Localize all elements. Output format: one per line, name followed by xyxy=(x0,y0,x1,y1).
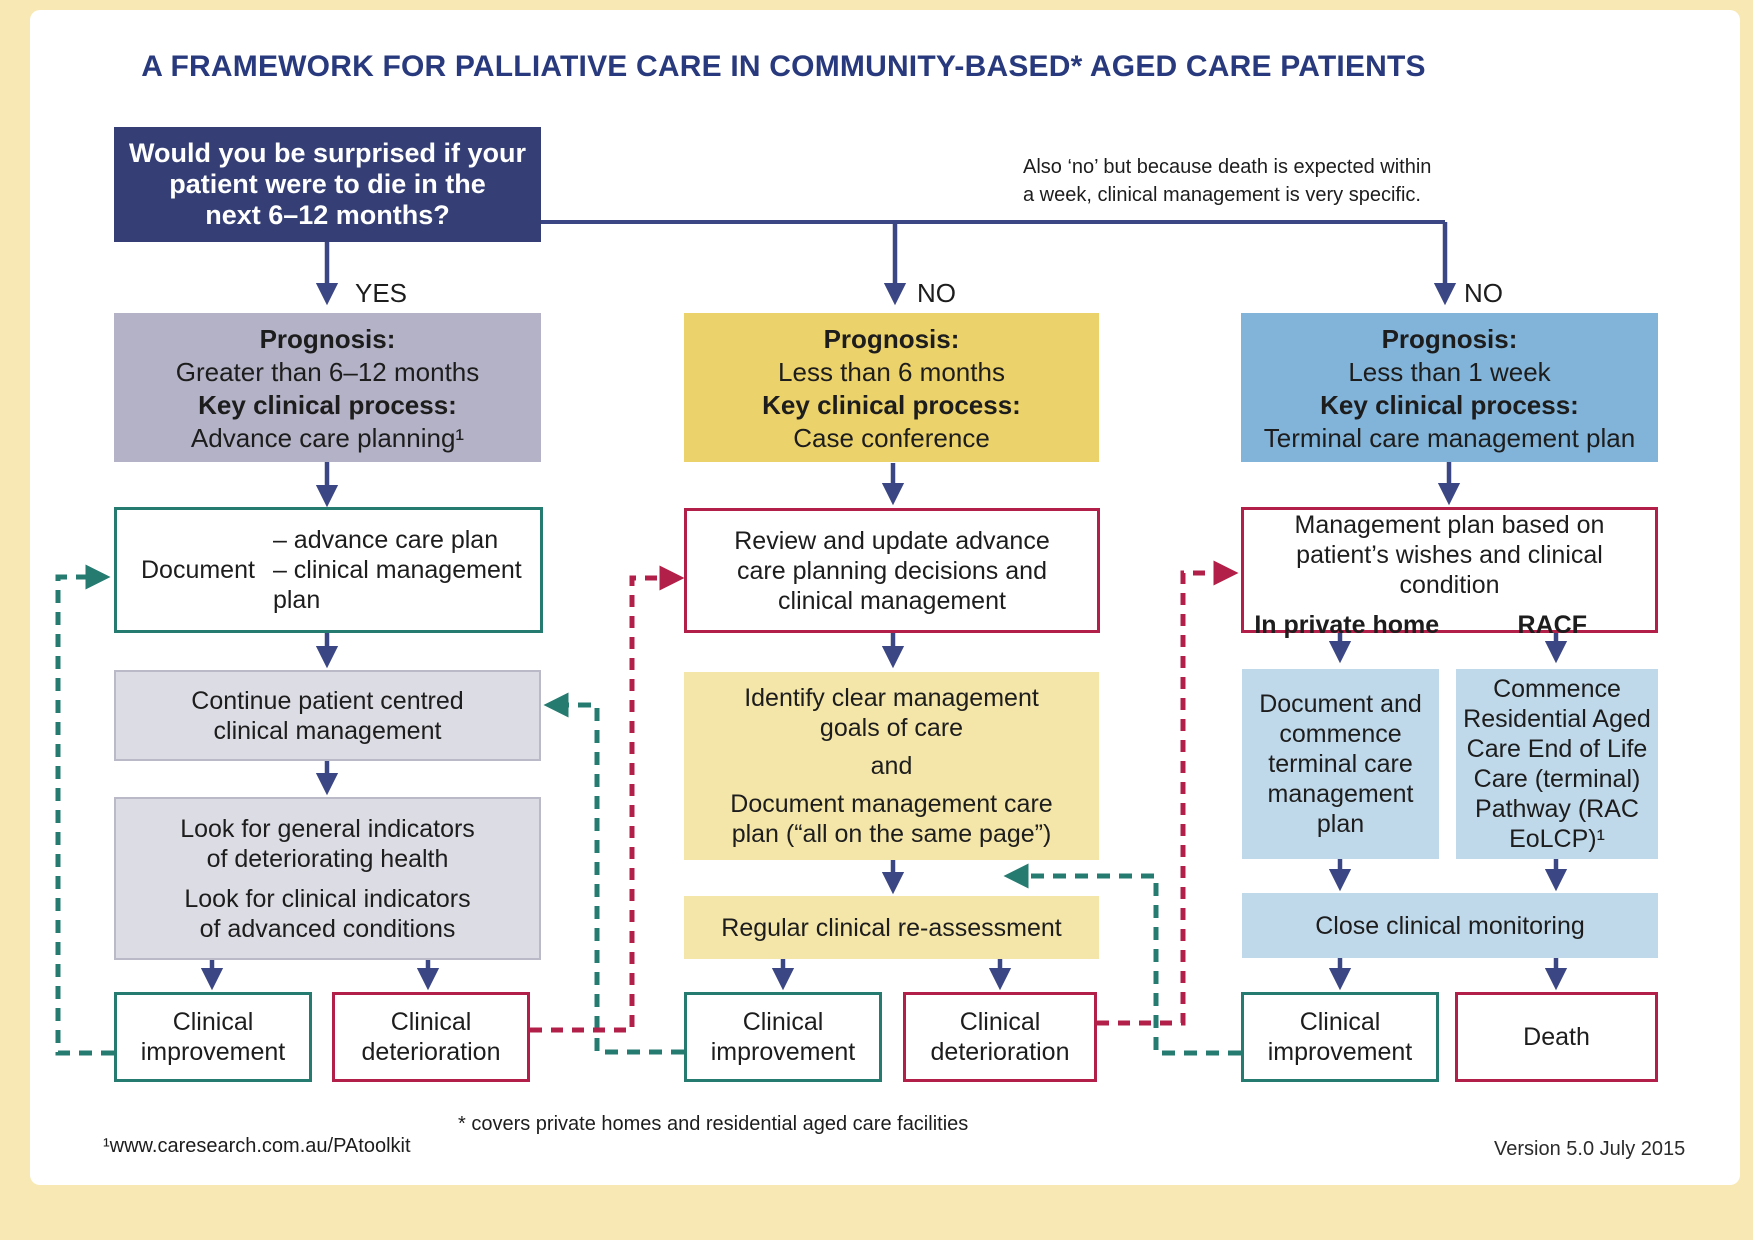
deterioration-text: Clinical deterioration xyxy=(930,1008,1070,1066)
improvement-text: Clinical improvement xyxy=(710,1008,856,1066)
question-line: Would you be surprised if your xyxy=(128,138,527,168)
monitoring-text: Close clinical monitoring xyxy=(1315,911,1585,940)
indicators-box: Look for general indicators of deteriora… xyxy=(114,797,541,960)
process-value: Advance care planning¹ xyxy=(190,422,465,453)
process-value: Terminal care management plan xyxy=(1263,422,1636,453)
management-plan-box: Management plan based on patient’s wishe… xyxy=(1241,507,1658,639)
reassessment-text: Regular clinical re-assessment xyxy=(721,913,1062,942)
process-heading: Key clinical process: xyxy=(762,389,1021,420)
prognosis-value: Less than 1 week xyxy=(1348,356,1551,387)
identify-goals-box: Identify clear management goals of care … xyxy=(684,672,1099,860)
in-private-home-label: In private home xyxy=(1254,611,1440,639)
footnote-reference: ¹www.caresearch.com.au/PAtoolkit xyxy=(103,1135,411,1157)
label-no-6months: NO xyxy=(917,278,956,308)
review-update-box: Review and update advance care planning … xyxy=(684,508,1100,633)
identify-goals-text: Identify clear management goals of care xyxy=(744,684,1039,742)
death-box: Death xyxy=(1455,992,1658,1082)
rac-eolcp-text: Commence Residential Aged Care End of Li… xyxy=(1463,675,1651,853)
document-item: – clinical management plan xyxy=(272,556,522,614)
prognosis-heading: Prognosis: xyxy=(1381,323,1518,354)
label-yes: YES xyxy=(355,278,408,308)
rac-eolcp-box: Commence Residential Aged Care End of Li… xyxy=(1456,669,1658,859)
prognosis-heading: Prognosis: xyxy=(259,323,396,354)
footnote-coverage: * covers private homes and residential a… xyxy=(458,1113,969,1135)
continue-management-box: Continue patient centred clinical manage… xyxy=(114,670,541,761)
annotation-line: Also ‘no’ but because death is expected … xyxy=(1023,156,1432,178)
review-update-text: Review and update advance care planning … xyxy=(734,526,1050,615)
improvement-box-6months: Clinical improvement xyxy=(684,992,882,1082)
improvement-text: Clinical improvement xyxy=(1267,1008,1413,1066)
annotation-line: a week, clinical management is very spec… xyxy=(1023,184,1421,206)
deterioration-text: Clinical deterioration xyxy=(361,1008,501,1066)
question-box: Would you be surprised if your patient w… xyxy=(114,127,541,242)
document-label: Document xyxy=(141,556,255,584)
question-line: next 6–12 months? xyxy=(205,200,450,230)
monitoring-bar: Close clinical monitoring xyxy=(1242,893,1658,958)
page-title: A FRAMEWORK FOR PALLIATIVE CARE IN COMMU… xyxy=(141,50,1426,83)
identify-document-text: Document management care plan (“all on t… xyxy=(730,790,1053,848)
improvement-text: Clinical improvement xyxy=(140,1008,286,1066)
document-item: – advance care plan xyxy=(272,526,499,554)
prognosis-value: Less than 6 months xyxy=(778,356,1005,387)
process-value: Case conference xyxy=(793,422,990,453)
annotation-note: Also ‘no’ but because death is expected … xyxy=(1023,153,1431,209)
prognosis-heading: Prognosis: xyxy=(823,323,960,354)
deterioration-box-yes: Clinical deterioration xyxy=(332,992,530,1082)
prognosis-box-yes: Prognosis: Greater than 6–12 months Key … xyxy=(114,313,541,462)
continue-management-text: Continue patient centred clinical manage… xyxy=(191,686,464,745)
death-text: Death xyxy=(1523,1023,1590,1051)
terminal-care-plan-box: Document and commence terminal care mana… xyxy=(1242,669,1439,859)
prognosis-value: Greater than 6–12 months xyxy=(175,356,480,387)
version-label: Version 5.0 July 2015 xyxy=(1494,1138,1686,1160)
management-plan-text: Management plan based on patient’s wishe… xyxy=(1294,511,1605,599)
label-no-1week: NO xyxy=(1464,278,1503,308)
improvement-box-yes: Clinical improvement xyxy=(114,992,312,1082)
racf-label: RACF xyxy=(1517,611,1587,639)
terminal-care-plan-text: Document and commence terminal care mana… xyxy=(1259,690,1422,838)
improvement-box-1week: Clinical improvement xyxy=(1241,992,1439,1082)
deterioration-box-6months: Clinical deterioration xyxy=(903,992,1097,1082)
reassessment-bar: Regular clinical re-assessment xyxy=(684,896,1099,959)
indicators-line: Look for clinical indicators of advanced… xyxy=(184,884,471,943)
prognosis-box-1week: Prognosis: Less than 1 week Key clinical… xyxy=(1241,313,1658,462)
document-plans-box: Document – advance care plan – clinical … xyxy=(114,507,543,633)
process-heading: Key clinical process: xyxy=(198,389,457,420)
indicators-line: Look for general indicators of deteriora… xyxy=(180,814,475,873)
process-heading: Key clinical process: xyxy=(1320,389,1579,420)
prognosis-box-6months: Prognosis: Less than 6 months Key clinic… xyxy=(684,313,1099,462)
identify-and-text: and xyxy=(870,752,913,780)
question-line: patient were to die in the xyxy=(169,169,486,199)
